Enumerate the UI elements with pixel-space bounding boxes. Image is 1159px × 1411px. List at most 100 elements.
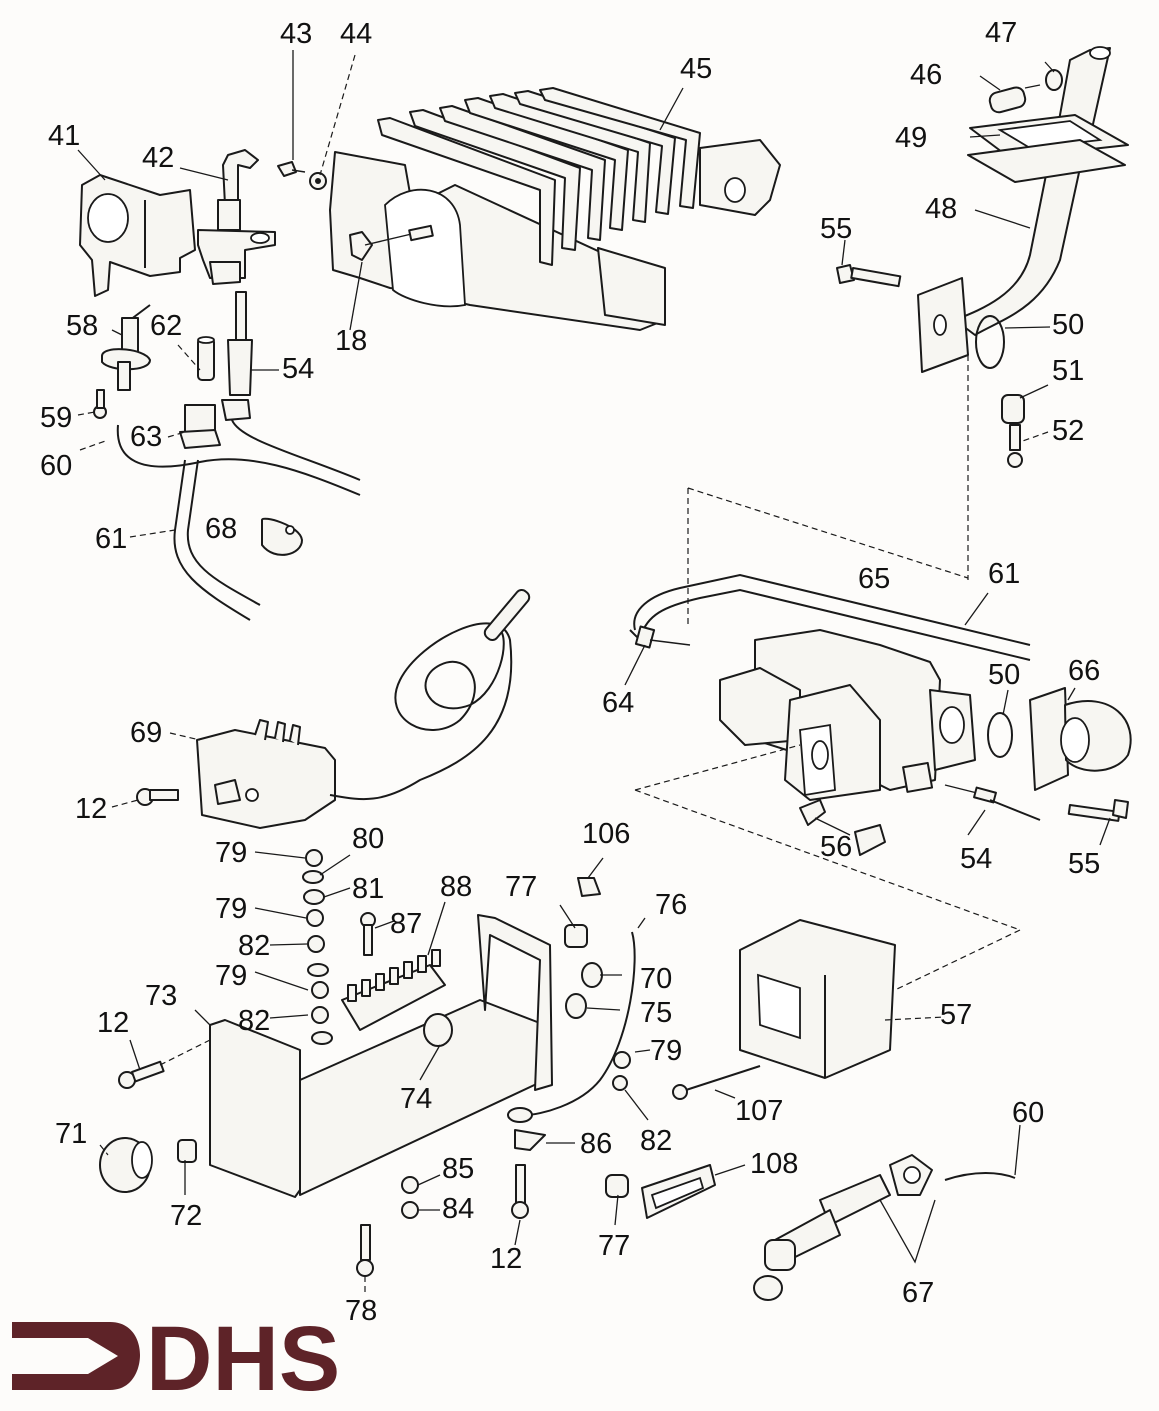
callout-79-d: 79 [650,1035,682,1067]
part-60-igniter-lead [944,1172,1016,1181]
callout-78: 78 [345,1295,377,1327]
callout-18: 18 [335,325,367,357]
part-55-bolt-top [836,264,902,288]
part-87-screw [360,912,376,956]
part-70-nut [581,962,603,988]
part-42-pilot-burner [197,149,276,285]
callout-labels: 41 42 43 44 45 46 47 49 48 55 18 50 51 5… [40,17,1100,1327]
dhs-logo: DHS [12,1308,340,1410]
callout-55-top: 55 [820,213,852,245]
callout-47: 47 [985,17,1017,49]
part-64-connector [634,625,691,649]
part-47-washer [1045,69,1063,91]
part-88-terminal-block [341,949,446,1031]
callout-43: 43 [280,18,312,50]
part-69-thermostat [196,719,336,829]
part-74-grommet [423,1013,453,1047]
callout-55-valve: 55 [1068,848,1100,880]
part-66-regulator [1029,687,1132,791]
part-57-cover [739,919,896,1079]
part-54-thermocouple-top [221,291,253,421]
callout-108: 108 [750,1148,798,1180]
callout-77-bottom: 77 [598,1230,630,1262]
part-55-bolt-valve [1067,799,1129,822]
logo-arrow-icon [12,1322,140,1390]
callout-45: 45 [680,53,712,85]
part-107-screw [672,1065,761,1100]
part-72-bush [177,1139,197,1163]
part-84-nut [401,1201,419,1219]
callout-49: 49 [895,122,927,154]
callout-74: 74 [400,1083,432,1115]
part-86-clamp [507,1107,546,1151]
part-65-gas-valve [719,629,976,801]
logo-text: DHS [146,1308,340,1410]
part-59-screw [93,389,107,419]
callout-64: 64 [602,687,634,719]
part-106-plug [577,877,601,897]
part-71-knob [99,1137,153,1193]
callout-65: 65 [858,563,890,595]
part-52-screw [1007,424,1023,468]
callout-77-top: 77 [505,871,537,903]
part-50-o-ring-valve [987,712,1013,758]
part-18-clip [349,224,434,261]
part-45-main-burner [329,87,781,331]
part-79-nut-right [613,1051,631,1069]
callout-79-a: 79 [215,837,247,869]
callout-80: 80 [352,823,384,855]
part-48-flue-pipe [954,46,1111,336]
callout-60-bottom: 60 [1012,1097,1044,1129]
callout-68: 68 [205,513,237,545]
part-flue-flange [917,277,969,373]
part-85-washer [401,1176,419,1194]
part-73-control-chassis [209,914,553,1198]
part-58-electrode [101,304,151,391]
callout-106: 106 [582,818,630,850]
callout-46: 46 [910,59,942,91]
part-50-o-ring-top [975,315,1005,369]
part-46-nipple [988,84,1041,114]
part-77-bushing-top [564,924,588,948]
callout-59: 59 [40,402,72,434]
callout-60-top: 60 [40,450,72,482]
callout-50-valve: 50 [988,659,1020,691]
callout-87: 87 [390,908,422,940]
callout-82-b: 82 [238,1005,270,1037]
callout-81: 81 [352,873,384,905]
callout-41: 41 [48,120,80,152]
part-49-gasket [967,114,1129,183]
callout-66: 66 [1068,655,1100,687]
callout-51: 51 [1052,355,1084,387]
callout-61-right: 61 [988,558,1020,590]
part-68-pipe-clip [261,517,303,556]
callout-72: 72 [170,1200,202,1232]
callout-58: 58 [66,310,98,342]
callout-70: 70 [640,963,672,995]
part-75-washer [565,993,587,1019]
part-56-switch [799,799,886,856]
burner-blades [377,87,701,266]
part-63-nut [179,404,221,449]
callout-42: 42 [142,142,174,174]
part-12-screw-thermostat [136,788,179,806]
part-69-sensor-bulb [483,588,531,642]
part-41-pilot-shield [79,174,196,297]
part-54-thermocouple-valve [944,784,1041,821]
part-108-grommet-plate [641,1164,716,1219]
callout-86: 86 [580,1128,612,1160]
callout-79-c: 79 [215,960,247,992]
part-12-screw-bottom [511,1164,529,1219]
part-61-pipe-lower [173,459,261,621]
callout-50-top: 50 [1052,309,1084,341]
callout-82-a: 82 [238,930,270,962]
part-51-connector [1001,394,1025,424]
callout-71: 71 [55,1118,87,1150]
callout-12-chassis: 12 [97,1007,129,1039]
part-69-capillary [329,622,513,801]
callout-73: 73 [145,980,177,1012]
callout-54-valve: 54 [960,843,992,875]
part-12-screw-chassis [118,1060,165,1089]
part-67-piezo-igniter [753,1154,933,1301]
